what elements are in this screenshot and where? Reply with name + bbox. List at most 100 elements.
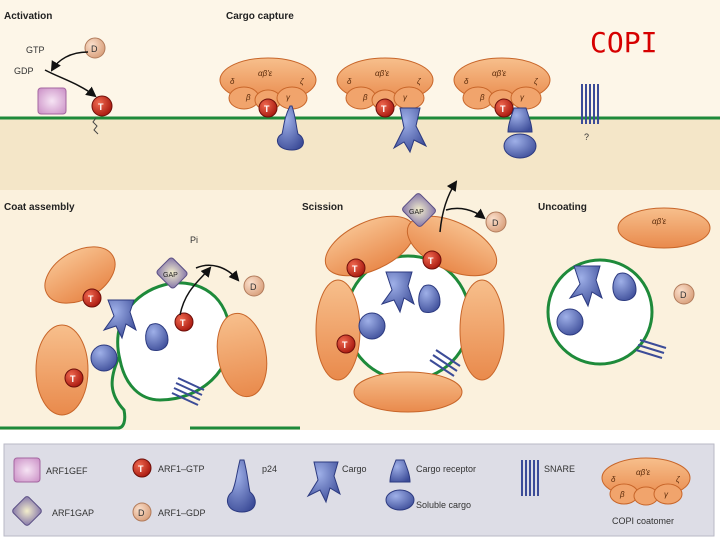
arf1-gdp-icon xyxy=(84,37,106,59)
gtp-glyph: T xyxy=(88,294,94,304)
svg-text:β: β xyxy=(245,93,251,102)
soluble-cargo-icon xyxy=(556,308,584,336)
cargo-icon xyxy=(568,265,603,308)
panel-title-uncoating: Uncoating xyxy=(538,202,587,213)
legend-cargo-receptor-icon xyxy=(389,459,411,483)
p24-icon xyxy=(418,284,441,313)
svg-text:αβ'ε: αβ'ε xyxy=(636,468,651,477)
svg-text:δ: δ xyxy=(347,77,352,86)
legend-coatomer-icon: αβ'ε δ ζ β γ xyxy=(601,457,691,506)
scission-arrow-2 xyxy=(445,207,486,220)
legend-snare-icon xyxy=(521,460,539,496)
cargo-icon xyxy=(392,107,428,154)
arf1gap-icon xyxy=(402,193,436,227)
question-mark: ? xyxy=(584,132,589,142)
legend-arf1-gdp: ARF1–GDP xyxy=(158,508,206,518)
p24-icon xyxy=(145,323,169,351)
cargo-icon xyxy=(380,271,415,314)
arf1-gtp-icon xyxy=(422,250,442,270)
svg-text:ζ: ζ xyxy=(534,77,539,86)
gdp-glyph: D xyxy=(492,218,499,228)
panel-title-scission: Scission xyxy=(302,202,343,213)
gdp-label: GDP xyxy=(14,66,34,76)
arf1-gtp-icon xyxy=(346,258,366,278)
gtp-glyph: T xyxy=(352,264,358,274)
cargo-icon xyxy=(102,299,137,340)
svg-text:δ: δ xyxy=(464,77,469,86)
gtp-glyph: T xyxy=(180,318,186,328)
gdp-glyph: D xyxy=(680,290,687,300)
snare-icon xyxy=(171,377,205,406)
legend-snare: SNARE xyxy=(544,464,575,474)
assembly-arrow-1 xyxy=(179,266,212,316)
assembly-arrow-2 xyxy=(195,264,240,282)
legend-arf1gap: ARF1GAP xyxy=(52,508,94,518)
legend-soluble-cargo-icon xyxy=(385,489,415,511)
legend-arf1-gtp: ARF1–GTP xyxy=(158,464,205,474)
soluble-cargo-icon xyxy=(358,312,386,340)
legend-soluble-cargo: Soluble cargo xyxy=(416,500,471,510)
legend-arf1-gdp-icon xyxy=(132,502,152,522)
svg-text:αβ'ε: αβ'ε xyxy=(492,69,507,78)
svg-text:ζ: ζ xyxy=(676,475,681,484)
gtp-glyph: T xyxy=(264,104,270,114)
arf1-gdp-icon xyxy=(673,283,695,305)
legend-cargo: Cargo xyxy=(342,464,367,474)
pi-label: Pi xyxy=(190,235,198,245)
activation-arrow-2 xyxy=(44,69,97,98)
legend-cargo-receptor: Cargo receptor xyxy=(416,464,476,474)
arf-anchor-icon xyxy=(92,117,99,135)
snare-icon xyxy=(429,349,461,377)
snare-icon xyxy=(581,84,599,124)
svg-text:αβ'ε: αβ'ε xyxy=(258,69,273,78)
arf1-gtp-icon xyxy=(64,368,84,388)
released-coatomer: αβ'ε xyxy=(617,207,711,249)
legend-arf1gap-icon xyxy=(12,496,42,526)
p24-icon xyxy=(612,272,637,301)
panel-title-activation: Activation xyxy=(4,11,52,22)
svg-text:γ: γ xyxy=(403,93,408,102)
legend-copi-coatomer: COPI coatomer xyxy=(612,516,674,526)
gap-glyph: GAP xyxy=(163,272,178,279)
cargo-receptor-icon xyxy=(507,107,533,133)
snare-icon xyxy=(635,339,667,359)
svg-text:δ: δ xyxy=(230,77,235,86)
legend-arf1gef: ARF1GEF xyxy=(46,466,88,476)
legend-gdp-glyph: D xyxy=(138,508,145,518)
svg-text:αβ'ε: αβ'ε xyxy=(375,69,390,78)
svg-text:γ: γ xyxy=(520,93,525,102)
svg-text:β: β xyxy=(479,93,485,102)
arf1-gtp-icon xyxy=(174,312,194,332)
svg-text:β: β xyxy=(619,490,625,499)
activation-arrow-1 xyxy=(50,51,89,72)
svg-text:ζ: ζ xyxy=(417,77,422,86)
gtp-glyph: T xyxy=(381,104,387,114)
arf1-gtp-icon xyxy=(375,98,395,118)
lumen-band xyxy=(0,118,720,190)
gtp-label: GTP xyxy=(26,45,45,55)
gdp-glyph: D xyxy=(250,282,257,292)
soluble-cargo-icon xyxy=(90,344,118,372)
arf1-gtp-icon xyxy=(336,334,356,354)
svg-text:αβ'ε: αβ'ε xyxy=(652,217,667,226)
arf1-gdp-icon xyxy=(243,275,265,297)
svg-text:γ: γ xyxy=(664,490,669,499)
soluble-cargo-icon xyxy=(503,133,537,159)
assembly-coatomer-3 xyxy=(216,312,268,398)
copi-title: COPI xyxy=(590,26,657,59)
gtp-glyph: T xyxy=(342,340,348,350)
panel-title-cargo-capture: Cargo capture xyxy=(226,11,294,22)
gtp-glyph: T xyxy=(98,102,104,112)
cargo-capture-coatomer-2: αβ'ε δ ζ β γ xyxy=(336,57,434,111)
svg-text:ζ: ζ xyxy=(300,77,305,86)
svg-text:δ: δ xyxy=(611,475,616,484)
arf1gef-icon xyxy=(37,87,67,115)
gap-glyph: GAP xyxy=(409,209,424,216)
scission-arrow-1 xyxy=(439,180,458,233)
legend-gtp-glyph: T xyxy=(138,464,144,474)
arf1-gtp-icon xyxy=(91,95,113,117)
gdp-glyph: D xyxy=(91,44,98,54)
membrane-budding-left xyxy=(0,354,127,430)
legend-cargo-icon xyxy=(306,461,341,504)
